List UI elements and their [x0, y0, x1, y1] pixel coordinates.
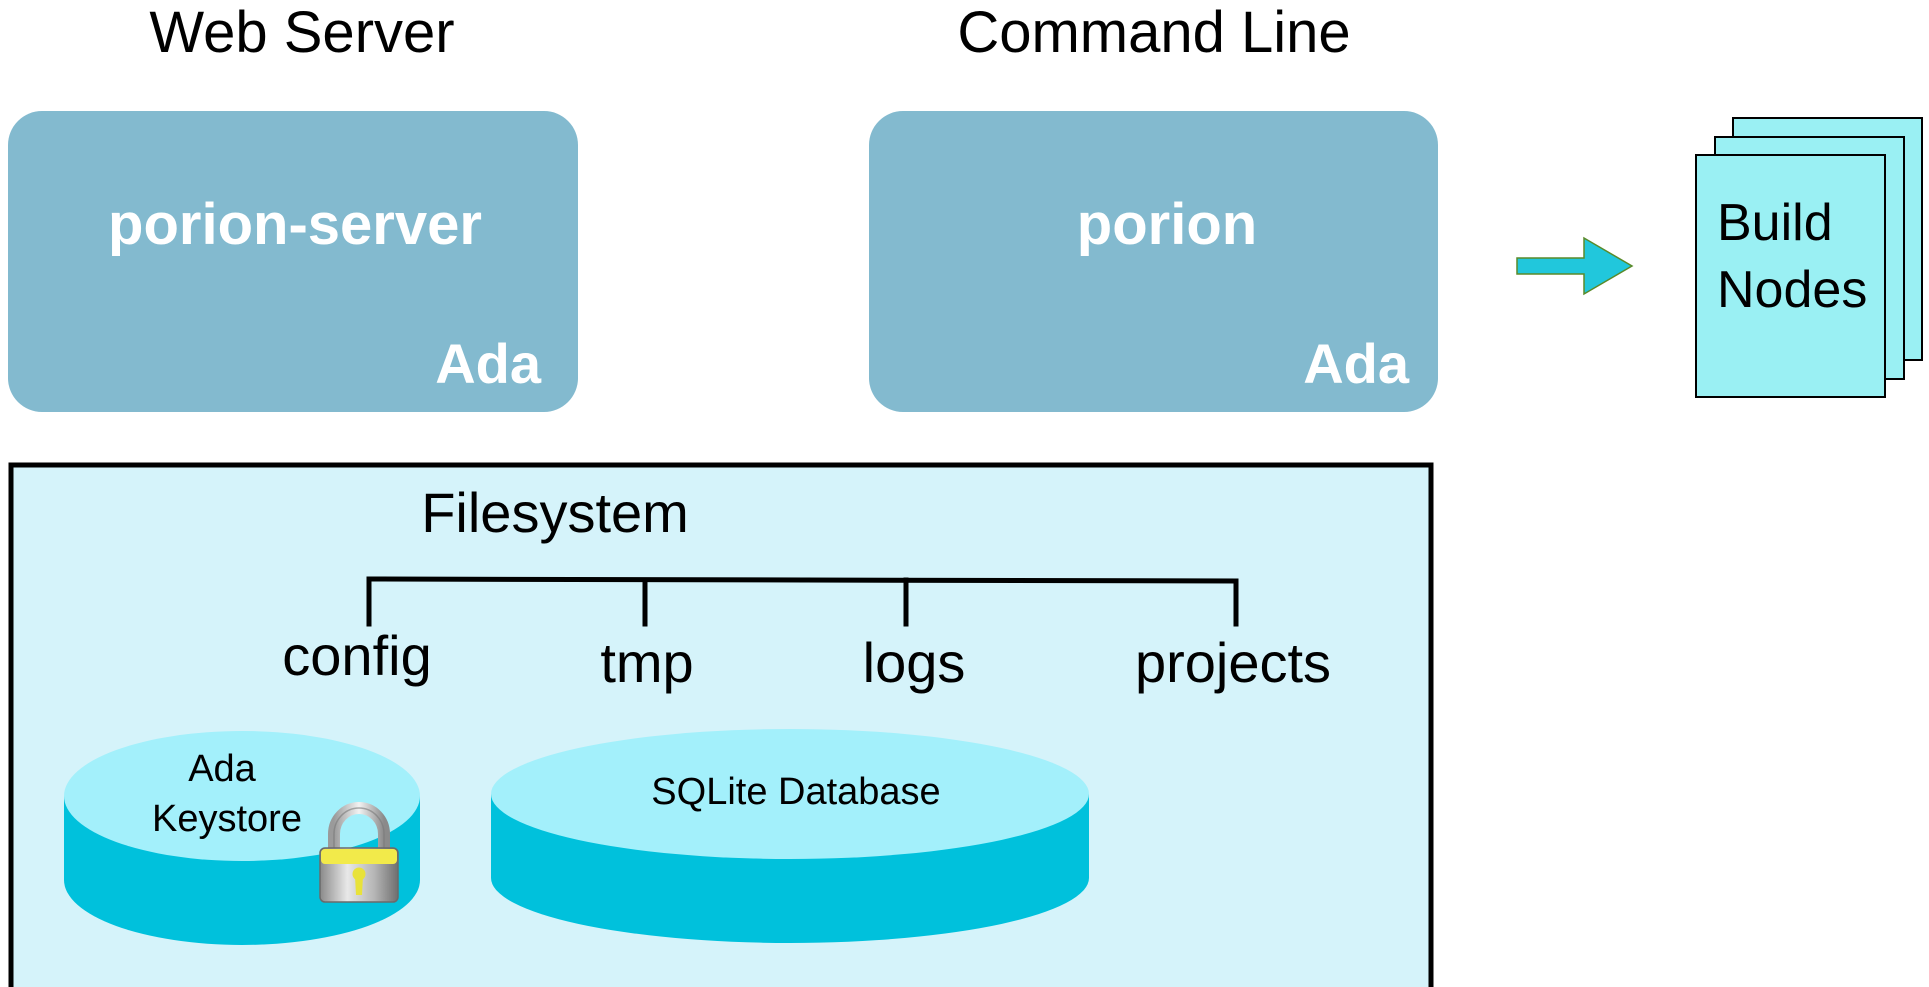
keystore-cylinder: Ada Keystore: [64, 731, 420, 945]
porion-server-box: porion-server Ada: [8, 111, 578, 412]
build-nodes-stack: Build Nodes: [1695, 117, 1923, 398]
folder-logs: logs: [863, 631, 966, 694]
porion-cli-box: porion Ada: [869, 111, 1438, 412]
command-line-header: Command Line: [957, 0, 1350, 65]
build-nodes-label-line1: Build: [1717, 194, 1833, 252]
porion-cli-language: Ada: [1303, 332, 1410, 395]
arrow-right-icon: [1516, 236, 1634, 296]
keystore-label-line2: Keystore: [152, 798, 302, 840]
sqlite-database-label: SQLite Database: [651, 771, 940, 813]
filesystem-title: Filesystem: [421, 481, 689, 544]
sqlite-database-cylinder: SQLite Database: [491, 729, 1089, 943]
keystore-label-line1: Ada: [188, 748, 256, 790]
padlock-icon: [319, 802, 399, 903]
porion-cli-label: porion: [1077, 192, 1257, 257]
folder-tree: [366, 576, 1239, 627]
web-server-header: Web Server: [149, 0, 454, 65]
folder-tmp: tmp: [600, 631, 693, 694]
porion-server-label: porion-server: [108, 192, 482, 257]
folder-config: config: [282, 624, 431, 687]
porion-server-language: Ada: [435, 332, 542, 395]
build-nodes-label-line2: Nodes: [1717, 261, 1867, 319]
folder-projects: projects: [1135, 631, 1331, 694]
